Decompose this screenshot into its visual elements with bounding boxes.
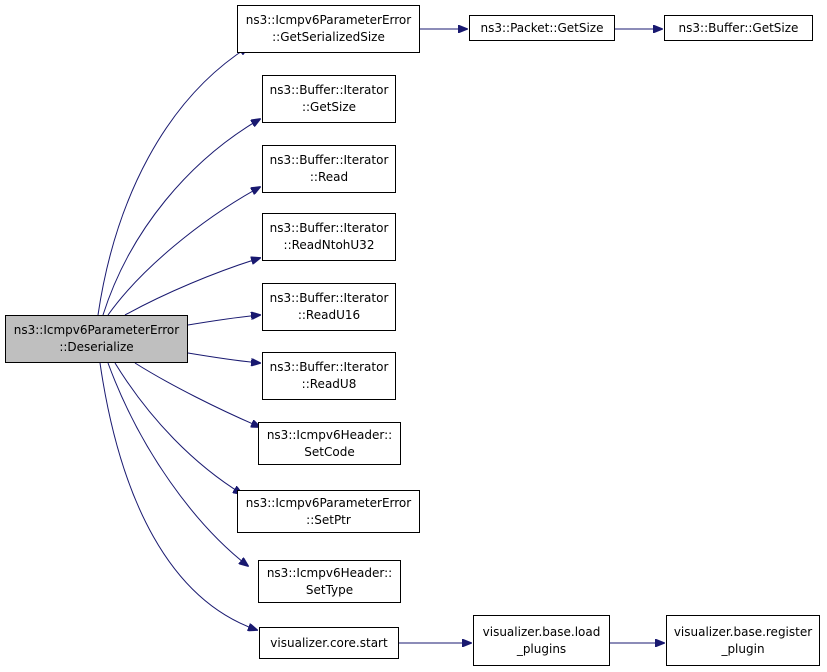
node-label-line: ns3::Icmpv6ParameterError xyxy=(13,323,180,337)
node-label-line: ns3::Icmpv6ParameterError xyxy=(245,13,412,27)
node-buffer-getsize[interactable]: ns3::Buffer::GetSize xyxy=(664,15,813,41)
node-icmpv6header-settype[interactable]: ns3::Icmpv6Header::SetType xyxy=(258,560,401,603)
node-buffer-iterator-read[interactable]: ns3::Buffer::Iterator::Read xyxy=(262,145,396,193)
edge-root-to-iter-readu8 xyxy=(187,352,260,363)
node-label-line: ns3::Buffer::Iterator xyxy=(269,221,389,235)
node-label-line: _plugin xyxy=(721,641,765,656)
node-buffer-iterator-getsize[interactable]: ns3::Buffer::Iterator::GetSize xyxy=(262,75,396,123)
node-label-line: ns3::Packet::GetSize xyxy=(480,20,604,35)
edge-root-to-iter-getsize xyxy=(102,119,260,316)
edge-root-to-getserializedsize xyxy=(97,47,248,316)
node-label-line: _plugins xyxy=(516,641,567,656)
node-label-line: SetType xyxy=(305,582,354,597)
node-buffer-iterator-readu16[interactable]: ns3::Buffer::Iterator::ReadU16 xyxy=(262,283,396,331)
edge-root-to-iter-read xyxy=(107,187,260,316)
node-label-line: ns3::Buffer::Iterator xyxy=(269,360,389,374)
node-label-line: ::GetSerializedSize xyxy=(272,30,385,44)
edge-root-to-settype xyxy=(107,362,248,566)
node-label-line: ns3::Buffer::Iterator xyxy=(269,153,389,167)
node-icmpv6header-setcode[interactable]: ns3::Icmpv6Header::SetCode xyxy=(258,422,401,465)
node-icmpv6parametererror-getserializedsize[interactable]: ns3::Icmpv6ParameterError::GetSerialized… xyxy=(237,5,420,53)
node-visualizer-base-load-plugins[interactable]: visualizer.base.load _plugins xyxy=(473,615,610,666)
node-label-line: ::GetSize xyxy=(301,100,357,114)
node-label-line: ns3::Buffer::Iterator xyxy=(269,291,389,305)
edge-root-to-iter-readu16 xyxy=(187,315,260,326)
node-label-line: ns3::Icmpv6ParameterError xyxy=(245,495,412,510)
node-label-line: ns3::Icmpv6Header:: xyxy=(266,427,393,442)
edge-root-to-iter-readntohu32 xyxy=(124,258,260,316)
node-label-line: SetCode xyxy=(304,444,355,459)
node-label-line: visualizer.base.register xyxy=(673,624,813,639)
node-label-line: ::Deserialize xyxy=(59,340,134,354)
node-label-line: ::SetPtr xyxy=(306,512,351,527)
node-label-line: ns3::Buffer::GetSize xyxy=(678,20,799,35)
edge-root-to-core-start xyxy=(99,362,257,630)
edge-root-to-setptr xyxy=(114,362,242,494)
node-visualizer-core-start[interactable]: visualizer.core.start xyxy=(259,627,399,659)
node-label-line: ::Read xyxy=(309,170,349,184)
node-label-line: ns3::Buffer::Iterator xyxy=(269,83,389,97)
node-icmpv6parametererror-setptr[interactable]: ns3::Icmpv6ParameterError::SetPtr xyxy=(237,490,420,533)
node-visualizer-base-register-plugin[interactable]: visualizer.base.register _plugin xyxy=(666,615,820,666)
node-icmpv6parametererror-deserialize: ns3::Icmpv6ParameterError::Deserialize xyxy=(5,315,188,363)
node-buffer-iterator-readu8[interactable]: ns3::Buffer::Iterator::ReadU8 xyxy=(262,352,396,400)
node-label-line: visualizer.base.load xyxy=(482,624,601,639)
node-label-line: ::ReadU16 xyxy=(297,308,361,322)
node-label-line: visualizer.core.start xyxy=(270,635,388,650)
node-label-line: ::ReadNtohU32 xyxy=(283,238,375,252)
node-buffer-iterator-readntohu32[interactable]: ns3::Buffer::Iterator::ReadNtohU32 xyxy=(262,213,396,261)
node-label-line: ::ReadU8 xyxy=(301,377,357,391)
edge-root-to-setcode xyxy=(134,362,260,427)
node-packet-getsize[interactable]: ns3::Packet::GetSize xyxy=(469,15,615,41)
node-label-line: ns3::Icmpv6Header:: xyxy=(266,565,393,580)
